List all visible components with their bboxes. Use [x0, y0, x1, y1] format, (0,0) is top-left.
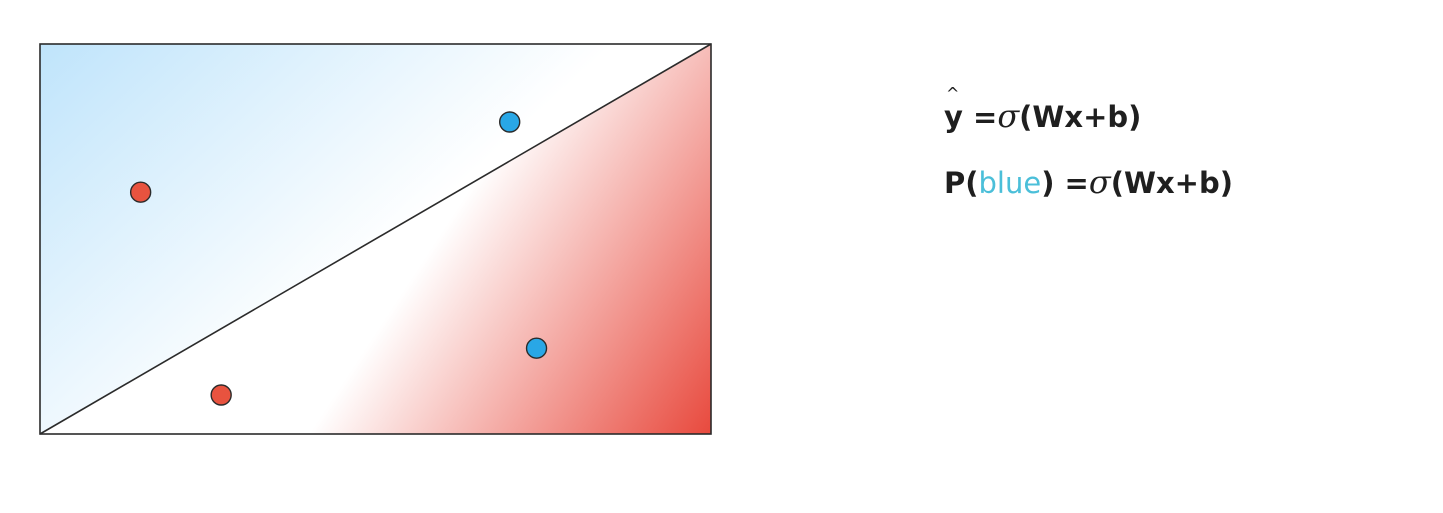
point-red-1 — [129, 181, 152, 203]
y-variable: y — [944, 100, 963, 134]
y-hat-variable: ^y — [944, 84, 963, 134]
sigma-symbol: σ — [1088, 163, 1111, 201]
point-red-3 — [210, 384, 232, 406]
decision-boundary — [39, 43, 712, 435]
hat-symbol: ^ — [946, 84, 960, 103]
p-prefix: P( — [944, 166, 979, 200]
sigmoid-args: (Wx+b) — [1110, 166, 1233, 200]
formula-p-blue: P(blue) =σ(Wx+b) — [944, 163, 1233, 201]
blue-word: blue — [978, 166, 1042, 200]
point-blue-2 — [525, 337, 548, 359]
data-points — [129, 111, 548, 406]
sigmoid-args: (Wx+b) — [1019, 100, 1142, 134]
point-blue-0 — [499, 111, 521, 133]
p-suffix: ) = — [1041, 166, 1089, 200]
classification-diagram — [39, 43, 712, 435]
formula-y-hat: ^y =σ(Wx+b) — [944, 84, 1142, 135]
equals-sign: = — [962, 100, 998, 134]
sigma-symbol: σ — [997, 97, 1020, 135]
plot-frame — [39, 43, 712, 435]
